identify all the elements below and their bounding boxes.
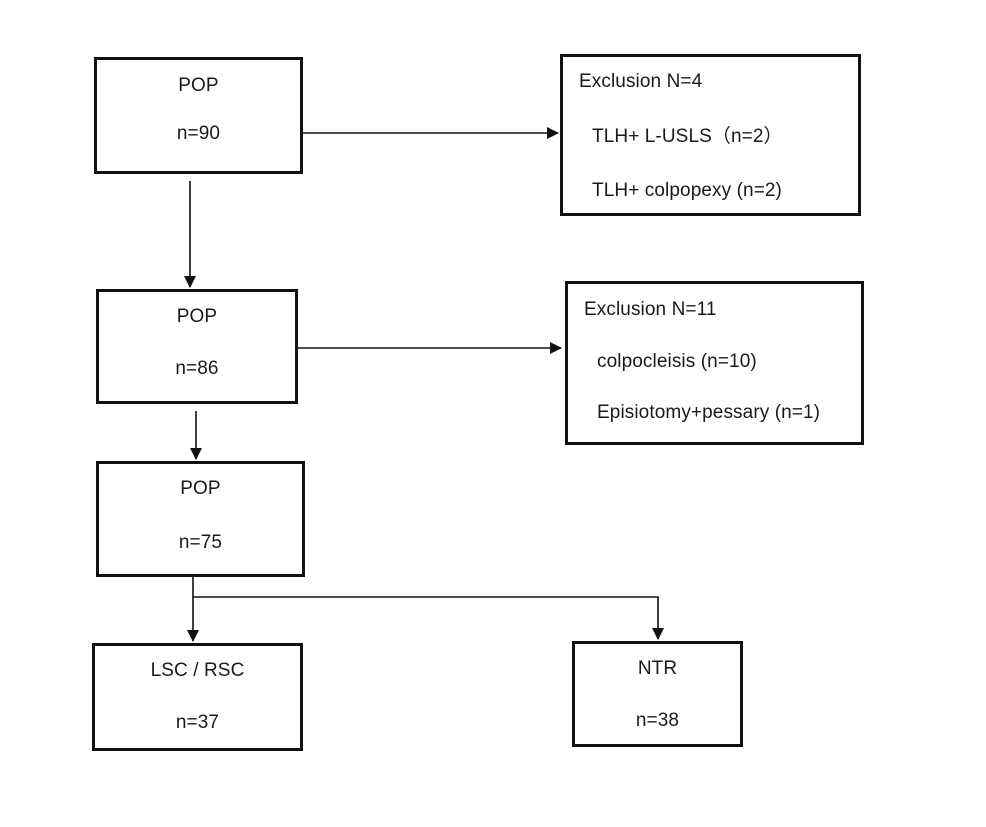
- pop-box-eligible-count: n=75: [178, 532, 223, 553]
- pop-box-after-first-exclusion-label: POP: [176, 306, 218, 327]
- lsc-rsc-box-label: LSC / RSC: [150, 660, 245, 681]
- pop-box-eligible-label: POP: [180, 478, 221, 499]
- ntr-box-label: NTR: [637, 658, 678, 679]
- exclusion-box-second-title: Exclusion N=11: [584, 299, 717, 320]
- pop-box-initial-label: POP: [178, 75, 219, 96]
- exclusion-box-first-item-1: TLH+ L-USLS（n=2）: [592, 126, 783, 147]
- ntr-box: NTR n=38: [572, 641, 743, 747]
- arrow-pop3-to-ntr: [193, 596, 664, 640]
- exclusion-box-first-title: Exclusion N=4: [579, 71, 703, 92]
- pop-box-initial: POP n=90: [94, 57, 303, 174]
- ntr-box-count: n=38: [635, 710, 680, 731]
- exclusion-box-first-item-2: TLH+ colpopexy (n=2): [592, 180, 782, 201]
- lsc-rsc-box-count: n=37: [175, 712, 220, 733]
- exclusion-box-second-item-1: colpocleisis (n=10): [597, 351, 757, 372]
- pop-box-after-first-exclusion-count: n=86: [175, 358, 219, 379]
- exclusion-box-second-item-2: Episiotomy+pessary (n=1): [597, 402, 821, 423]
- lsc-rsc-box: LSC / RSC n=37: [92, 643, 303, 751]
- exclusion-box-first: Exclusion N=4 TLH+ L-USLS（n=2） TLH+ colp…: [560, 54, 861, 216]
- pop-box-initial-count: n=90: [176, 123, 221, 144]
- pop-box-after-first-exclusion: POP n=86: [96, 289, 298, 404]
- exclusion-box-second: Exclusion N=11 colpocleisis (n=10) Episi…: [565, 281, 864, 445]
- pop-box-eligible: POP n=75: [96, 461, 305, 577]
